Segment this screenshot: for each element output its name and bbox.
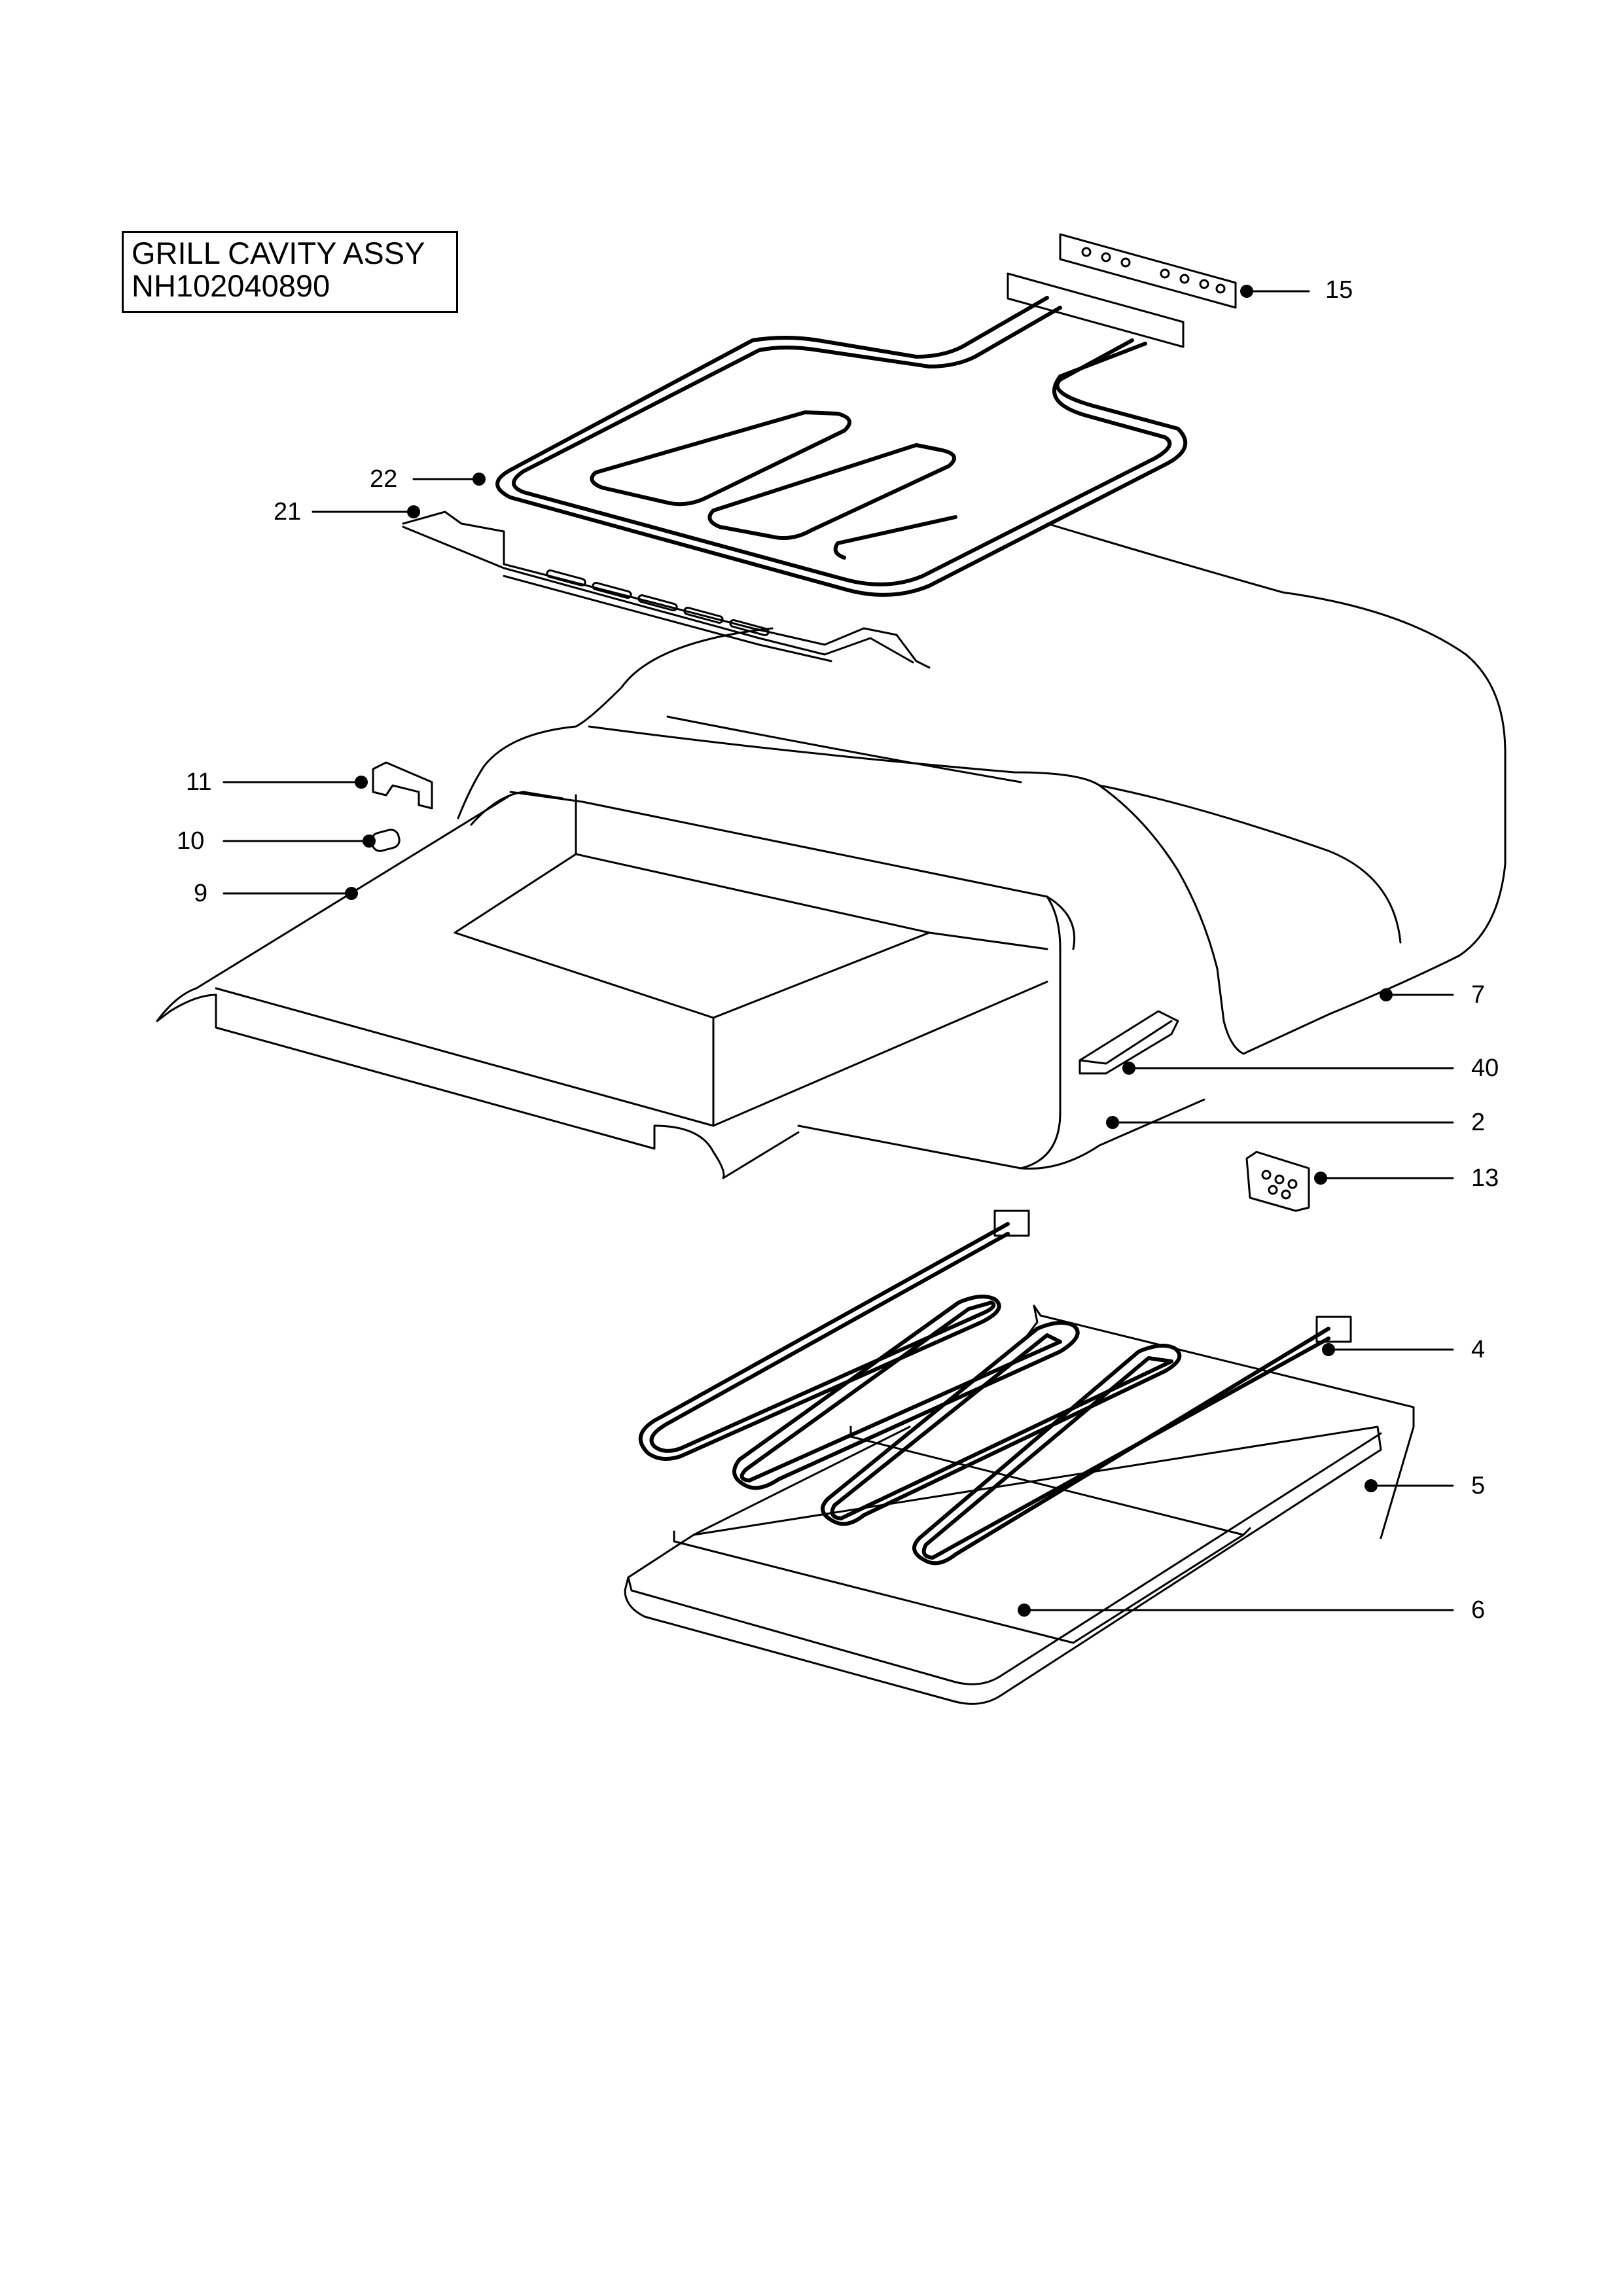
part-22-grill-element <box>495 296 1188 597</box>
part-7-insulation-blanket <box>457 522 1507 1055</box>
callout-label-15: 15 <box>1325 276 1353 304</box>
part-13-terminal-block <box>1245 1151 1310 1212</box>
callout-10: 10 <box>177 827 376 855</box>
callout-label-7: 7 <box>1471 981 1485 1009</box>
callout-label-22: 22 <box>370 465 397 493</box>
title-box: GRILL CAVITY ASSY NH102040890 <box>122 231 458 313</box>
callout-22: 22 <box>370 465 486 493</box>
callout-label-6: 6 <box>1471 1596 1485 1624</box>
callout-4: 4 <box>1322 1336 1485 1363</box>
callout-label-21: 21 <box>274 498 301 526</box>
part-9-front-frame <box>156 794 800 1179</box>
callout-label-2: 2 <box>1471 1109 1485 1136</box>
callout-9: 9 <box>194 880 358 907</box>
part-40-channel <box>1079 1010 1179 1075</box>
callout-21: 21 <box>274 498 420 526</box>
callout-label-13: 13 <box>1471 1164 1499 1192</box>
part-11-bracket <box>372 761 433 810</box>
part-5-drip-tray <box>1026 1304 1415 1539</box>
assembly-part-number: NH102040890 <box>132 268 330 303</box>
part-15-terminal-bracket <box>1007 233 1237 348</box>
callout-label-40: 40 <box>1471 1054 1499 1082</box>
part-6-grill-pan <box>624 1426 1382 1705</box>
callout-label-4: 4 <box>1471 1336 1485 1363</box>
callout-15: 15 <box>1240 276 1353 304</box>
callout-label-11: 11 <box>186 768 211 796</box>
callout-label-9: 9 <box>194 880 207 907</box>
callout-13: 13 <box>1314 1164 1499 1192</box>
part-2-cavity-body <box>215 791 1205 1170</box>
callout-7: 7 <box>1380 981 1485 1009</box>
callout-5: 5 <box>1364 1472 1485 1499</box>
callout-label-10: 10 <box>177 827 204 855</box>
callout-11: 11 <box>186 768 368 796</box>
part-4-lower-element <box>638 1210 1352 1566</box>
callout-label-5: 5 <box>1471 1472 1485 1499</box>
callout-2: 2 <box>1106 1109 1485 1136</box>
part-21-deflector-strip <box>402 511 931 669</box>
callout-40: 40 <box>1122 1054 1499 1082</box>
assembly-title: GRILL CAVITY ASSY <box>132 236 425 270</box>
callout-6: 6 <box>1018 1596 1485 1624</box>
